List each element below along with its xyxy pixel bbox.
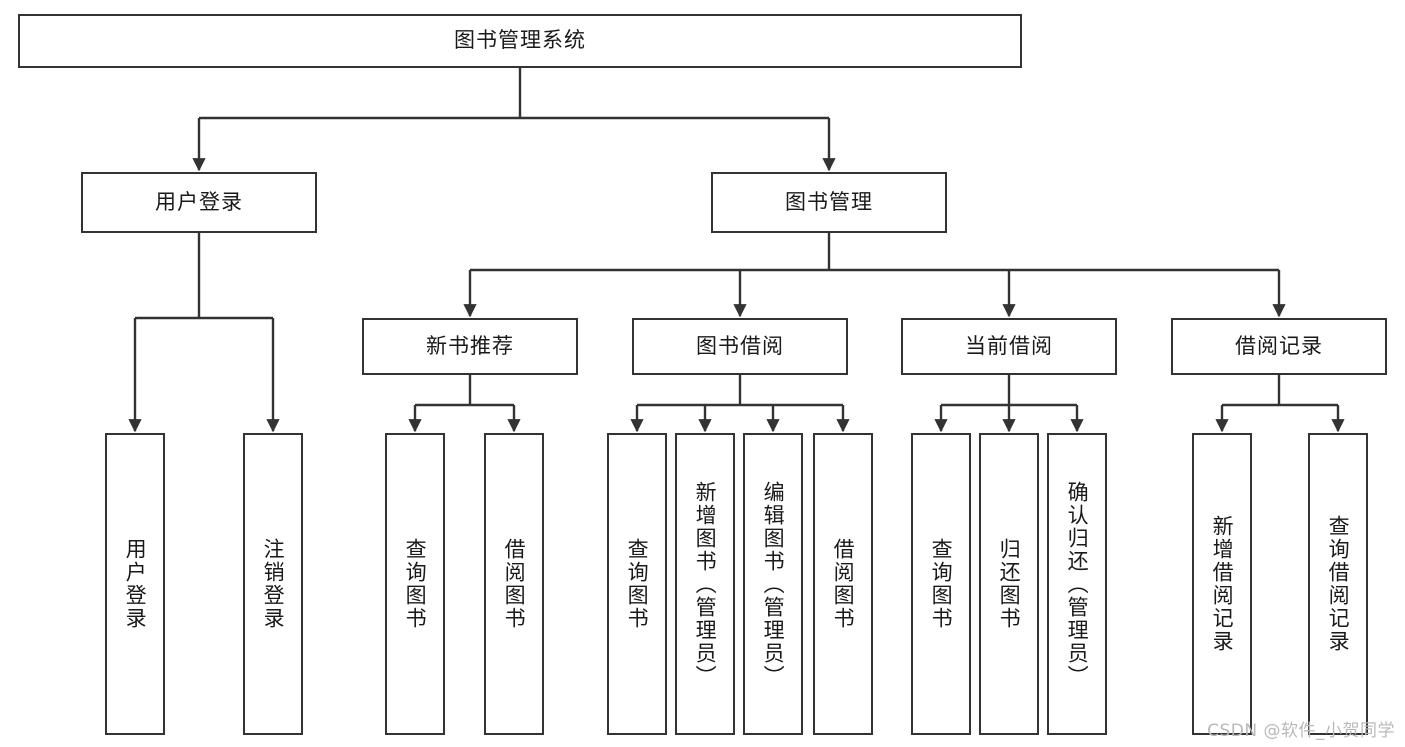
node-root[interactable]: 图书管理系统 [18, 14, 1022, 68]
leaf-edit-book-label: 编辑图书（管理员） [761, 480, 786, 688]
node-root-label: 图书管理系统 [454, 28, 586, 53]
node-borrow-record-label: 借阅记录 [1235, 333, 1323, 358]
leaf-query-book-2[interactable]: 查询图书 [607, 433, 667, 735]
leaf-query-record-label: 查询借阅记录 [1326, 515, 1351, 653]
leaf-return-book[interactable]: 归还图书 [979, 433, 1039, 735]
leaf-borrow-book-1-label: 借阅图书 [502, 538, 527, 630]
leaf-return-book-label: 归还图书 [997, 538, 1022, 630]
leaf-logout-login[interactable]: 注销登录 [243, 433, 303, 735]
node-current-borrow-label: 当前借阅 [965, 333, 1053, 358]
node-user-login[interactable]: 用户登录 [81, 172, 317, 233]
node-new-book-recommend[interactable]: 新书推荐 [362, 318, 578, 375]
leaf-add-book[interactable]: 新增图书（管理员） [675, 433, 735, 735]
node-book-manage-label: 图书管理 [785, 189, 873, 214]
leaf-user-login-label: 用户登录 [123, 538, 148, 630]
node-user-login-label: 用户登录 [155, 189, 243, 214]
leaf-query-book-3-label: 查询图书 [929, 538, 954, 630]
leaf-query-record[interactable]: 查询借阅记录 [1308, 433, 1368, 735]
leaf-query-book-2-label: 查询图书 [625, 538, 650, 630]
leaf-confirm-return[interactable]: 确认归还（管理员） [1047, 433, 1107, 735]
leaf-user-login[interactable]: 用户登录 [105, 433, 165, 735]
leaf-confirm-return-label: 确认归还（管理员） [1065, 480, 1090, 688]
leaf-add-record-label: 新增借阅记录 [1210, 515, 1235, 653]
node-current-borrow[interactable]: 当前借阅 [901, 318, 1117, 375]
leaf-add-book-label: 新增图书（管理员） [693, 480, 718, 688]
node-borrow-record[interactable]: 借阅记录 [1171, 318, 1387, 375]
node-new-book-recommend-label: 新书推荐 [426, 333, 514, 358]
leaf-borrow-book-2[interactable]: 借阅图书 [813, 433, 873, 735]
node-book-borrow-label: 图书借阅 [696, 333, 784, 358]
leaf-query-book-1-label: 查询图书 [403, 538, 428, 630]
node-book-borrow[interactable]: 图书借阅 [632, 318, 848, 375]
leaf-logout-login-label: 注销登录 [261, 538, 286, 630]
node-book-manage[interactable]: 图书管理 [711, 172, 947, 233]
leaf-add-record[interactable]: 新增借阅记录 [1192, 433, 1252, 735]
leaf-query-book-1[interactable]: 查询图书 [385, 433, 445, 735]
leaf-edit-book[interactable]: 编辑图书（管理员） [743, 433, 803, 735]
leaf-query-book-3[interactable]: 查询图书 [911, 433, 971, 735]
leaf-borrow-book-1[interactable]: 借阅图书 [484, 433, 544, 735]
leaf-borrow-book-2-label: 借阅图书 [831, 538, 856, 630]
